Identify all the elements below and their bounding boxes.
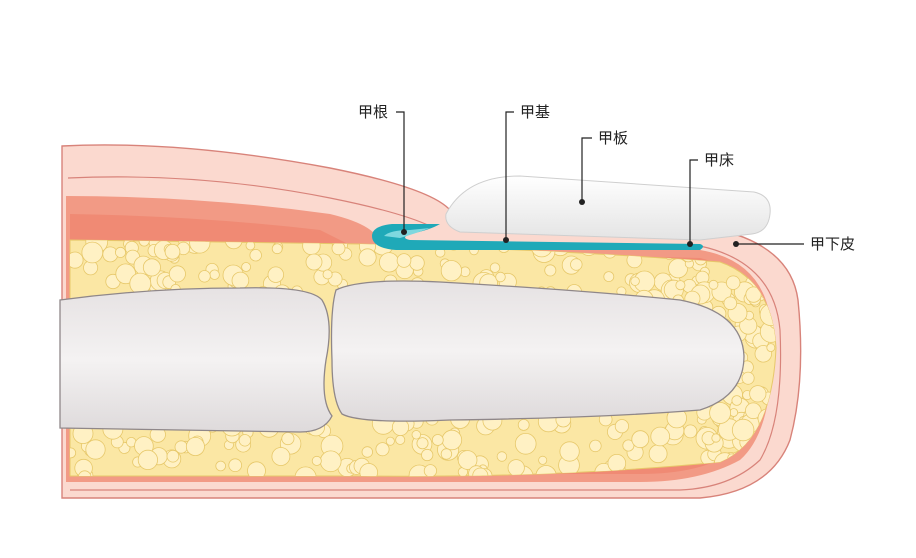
nail-matrix-highlight (384, 228, 430, 238)
fat-cell (378, 252, 400, 273)
label-nail-root: 甲根 (358, 103, 389, 121)
fat-cell (589, 439, 602, 453)
fat-cell (630, 276, 640, 286)
nail-matrix (372, 224, 703, 250)
fat-cell (622, 439, 635, 452)
fat-cell (457, 450, 478, 470)
fat-cell (322, 269, 333, 280)
fat-cell (709, 402, 731, 424)
fat-cell (489, 262, 501, 273)
fat-cell (495, 271, 506, 283)
leader-line-nail-root (396, 111, 405, 232)
dot-nail-matrix (503, 237, 509, 243)
fat-cell (711, 433, 721, 443)
fat-cell (271, 447, 291, 466)
fat-cell (496, 451, 508, 462)
nail-plate (445, 175, 771, 241)
fat-cell (731, 395, 743, 406)
fat-cell (271, 243, 283, 255)
fat-cell (741, 371, 755, 385)
fat-cell (745, 286, 762, 303)
leader-lines (396, 111, 804, 245)
fat-cell (538, 455, 548, 465)
fat-cell (294, 466, 317, 477)
fat-cell (650, 426, 670, 447)
fat-cell (311, 455, 322, 466)
fat-cell (267, 266, 285, 283)
fat-cell (668, 258, 689, 279)
fat-cell (281, 432, 295, 446)
fat-cell (358, 248, 377, 267)
fat-cell (766, 343, 776, 353)
fat-cell (675, 280, 686, 291)
fat-cell (723, 296, 738, 311)
dot-nail-plate (579, 199, 585, 205)
fat-cell (361, 446, 374, 458)
fat-cell (431, 434, 444, 446)
fat-cell (544, 264, 557, 277)
fat-cell (708, 279, 719, 290)
fat-cell (238, 434, 252, 447)
fat-cell (514, 432, 537, 455)
fat-cell (249, 248, 262, 262)
fat-cell (359, 463, 379, 477)
fat-cell (731, 418, 755, 442)
leader-dots (401, 199, 739, 247)
fat-cell (440, 448, 453, 460)
fat-cell (375, 442, 390, 457)
dot-nail-root (401, 229, 407, 235)
leader-line-nail-bed (689, 159, 698, 244)
fat-cell (411, 430, 422, 440)
distal-phalanx-bone (330, 280, 745, 422)
fat-cell (423, 464, 437, 477)
left-fade-overlay (0, 130, 240, 510)
fat-cell (416, 437, 429, 450)
label-hyponychium: 甲下皮 (810, 235, 856, 253)
fat-cell (559, 441, 580, 462)
leader-line-nail-matrix (505, 111, 514, 240)
fat-cell (570, 258, 583, 271)
fat-cell (614, 419, 630, 434)
fat-cell (305, 253, 323, 271)
fat-cell (683, 424, 698, 439)
leader-line-nail-plate (581, 137, 592, 202)
fat-cell (749, 385, 767, 403)
fat-cell (631, 430, 650, 449)
fat-cell (648, 444, 668, 464)
fat-cell (421, 448, 434, 462)
dot-hyponychium (733, 241, 739, 247)
fat-cell (241, 262, 252, 272)
fat-cell (603, 271, 615, 283)
fat-cell (319, 450, 342, 473)
skin-tip-line (70, 245, 782, 491)
fat-cell (440, 260, 462, 282)
label-nail-bed: 甲床 (704, 151, 735, 169)
label-nail-matrix: 甲基 (520, 103, 551, 121)
fat-cell (607, 453, 627, 473)
fat-cell (247, 461, 266, 477)
fat-cell (395, 434, 406, 445)
fat-cell (441, 429, 463, 451)
label-nail-plate: 甲板 (598, 129, 629, 147)
fat-cell (726, 275, 741, 290)
dot-nail-bed (687, 241, 693, 247)
fat-cell (517, 418, 530, 431)
fat-cell (396, 253, 412, 268)
fat-cell (385, 436, 395, 446)
fat-cell (507, 459, 525, 477)
fat-cell (409, 255, 425, 271)
